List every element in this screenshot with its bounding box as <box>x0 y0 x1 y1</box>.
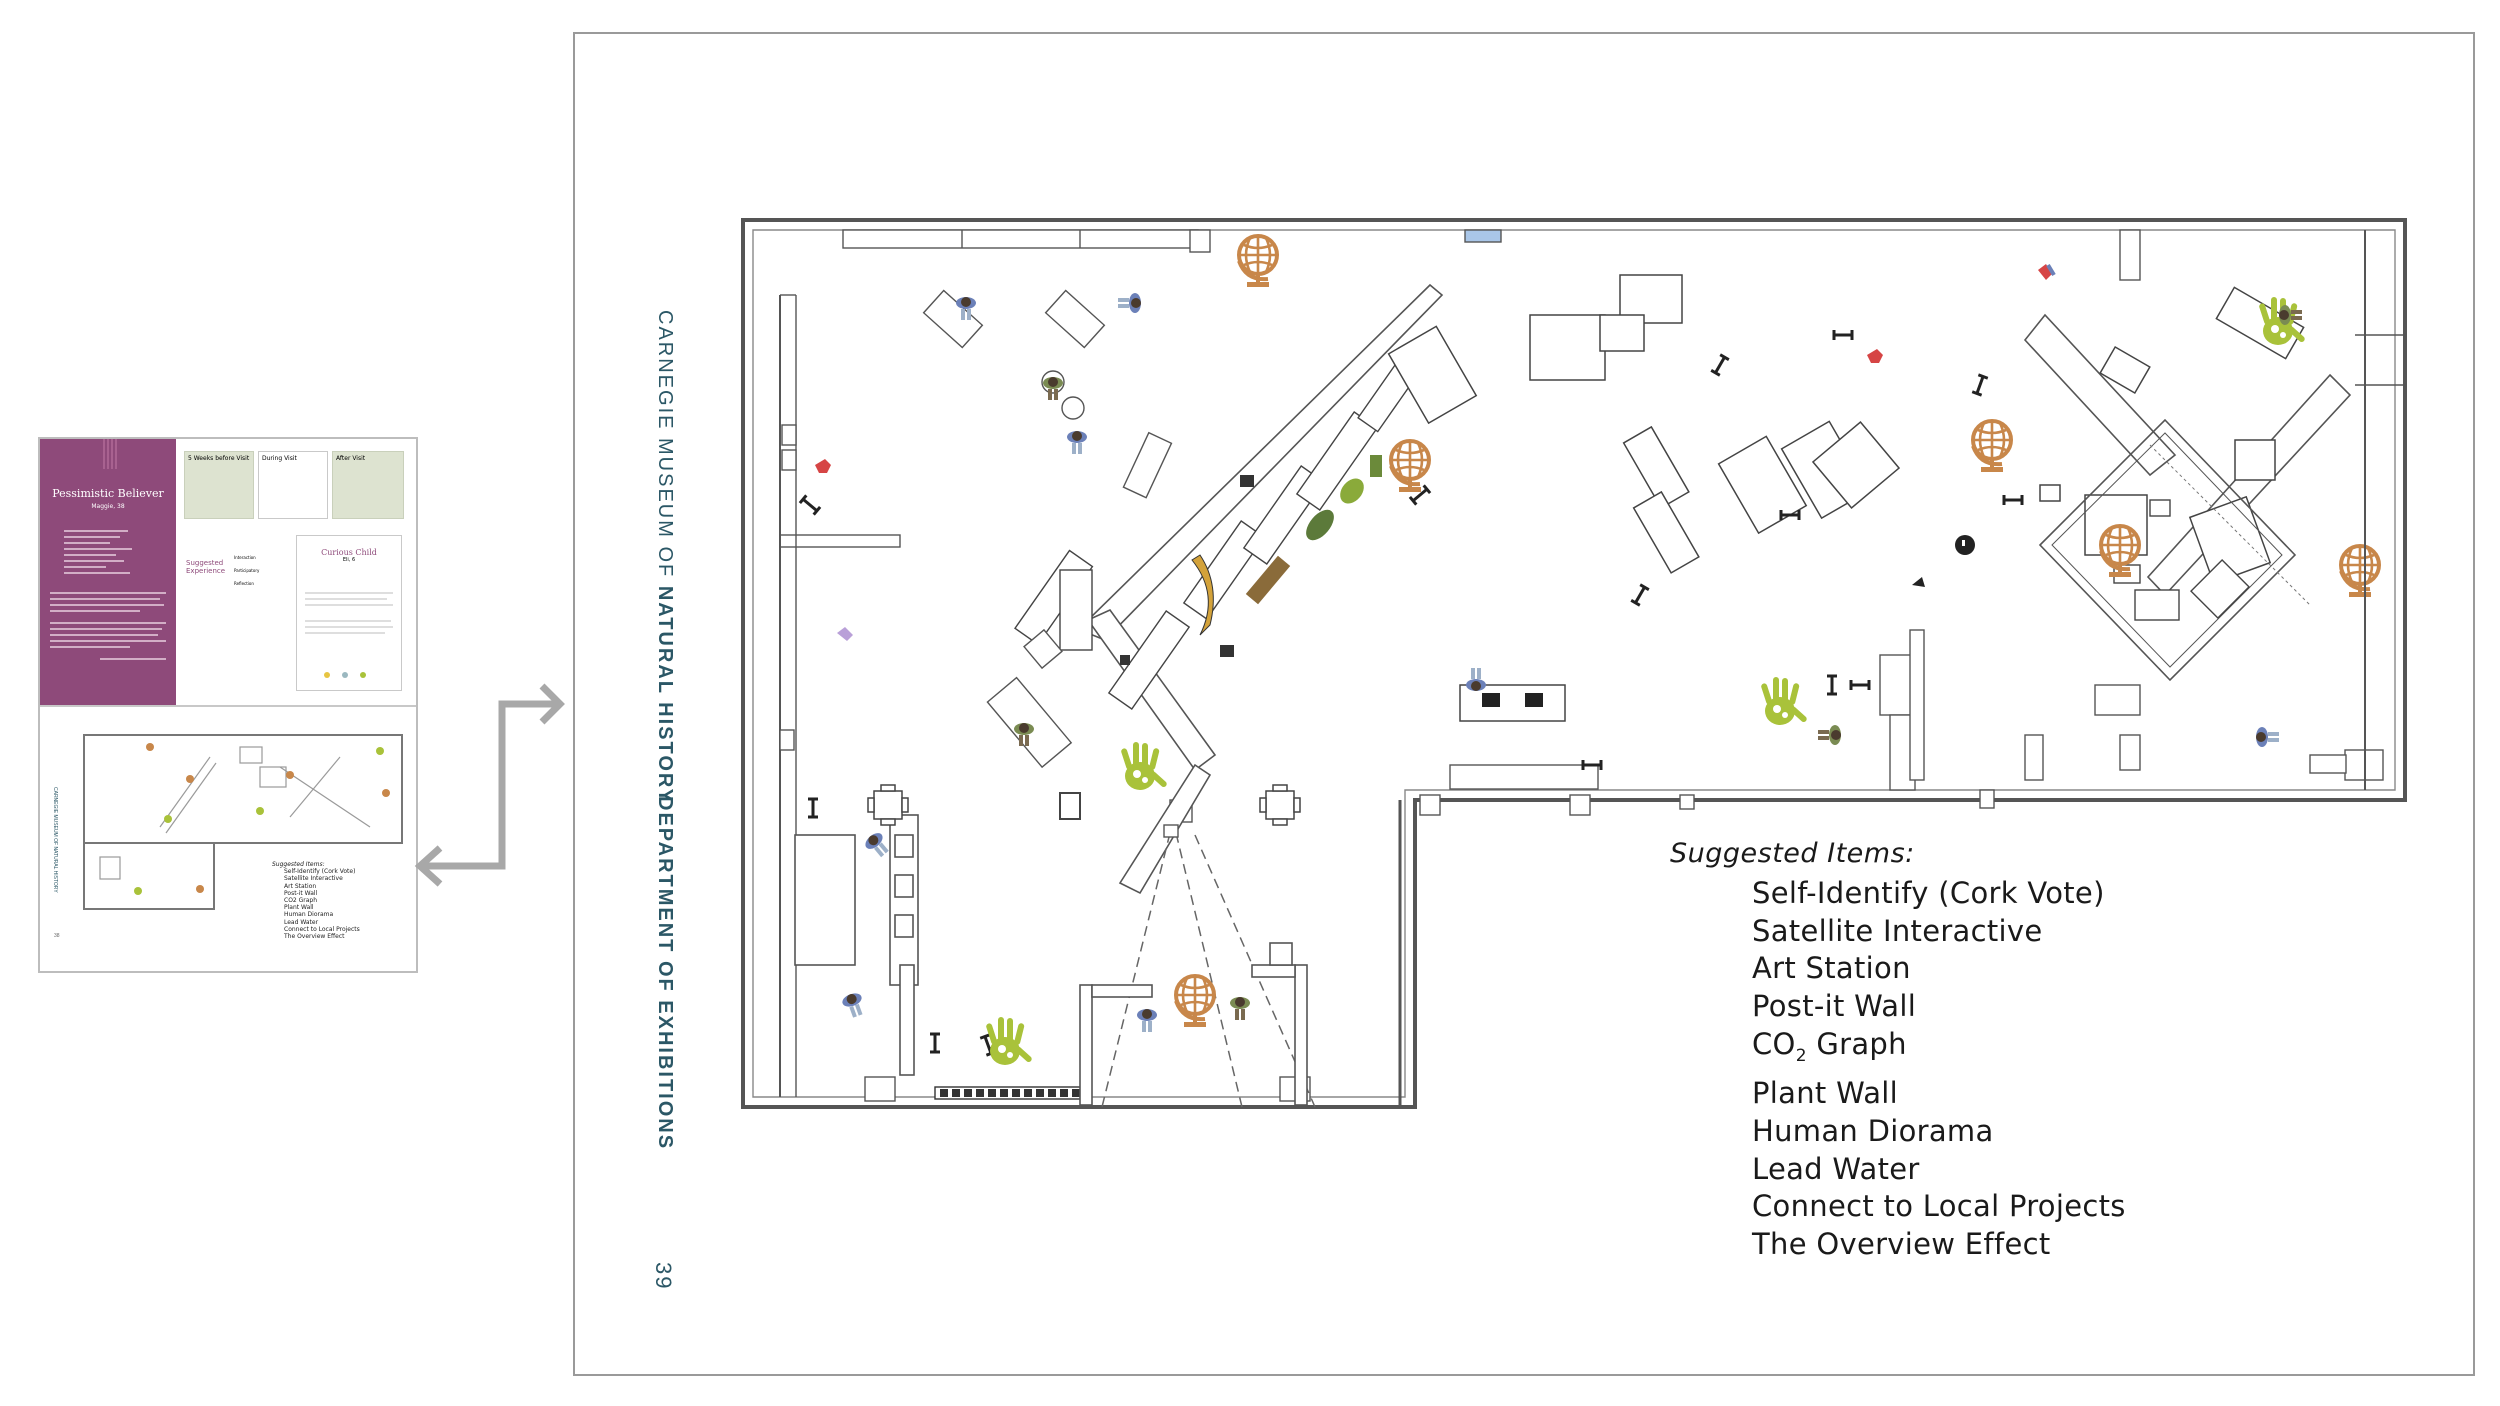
thumbnail-curious-child-card: Curious Child Eli, 6 <box>296 535 402 691</box>
svg-text:CARNEGIE MUSEUM OF NATURAL HIS: CARNEGIE MUSEUM OF NATURAL HISTORY <box>52 787 58 893</box>
list-item: Art Station <box>1752 951 1911 986</box>
thumbnail-divider <box>40 705 416 707</box>
page-number: 39 <box>651 1262 676 1291</box>
thumbnail-stripes <box>103 439 117 469</box>
small-figure-markers <box>815 263 2056 641</box>
interactive-tables <box>779 628 1073 769</box>
bench <box>1449 764 1599 790</box>
rotated-square-exhibit <box>2038 418 2297 682</box>
thumbnail-persona-text-lines <box>50 530 166 660</box>
list-item: Lead Water <box>1752 1151 1920 1186</box>
tables-top-left <box>922 289 1173 499</box>
floor-plan-walls <box>741 218 2407 1109</box>
connector-arrow-icon <box>414 683 565 887</box>
svg-text:38: 38 <box>54 933 60 939</box>
artifacts <box>1120 455 1382 665</box>
list-item: Human Diorama <box>1752 1114 1994 1149</box>
suggested-items-list: Suggested Items: Self-Identify (Cork Vot… <box>1670 838 2270 1264</box>
list-item: The Overview Effect <box>1752 1227 2051 1262</box>
top-wall-cases <box>842 229 2141 281</box>
suggested-items: Self-Identify (Cork Vote) Satellite Inte… <box>1670 875 2270 1264</box>
thumbnail-suggested-label: Suggested Experience <box>186 559 226 575</box>
department-name: DEPARTMENT OF EXHIBITIONS <box>654 796 676 1151</box>
thumbnail-card-lines <box>305 592 393 678</box>
museum-name: CARNEGIE MUSEUM OF NATURAL HISTORY <box>654 310 676 804</box>
list-item: Self-Identify (Cork Vote) <box>1752 876 2105 910</box>
thumbnail-top-half: Pessimistic Believer Maggie, 38 <box>40 439 416 705</box>
thumbnail-legend: Interaction Participatory Reflection <box>234 555 260 586</box>
diagonal-exhibit-wall <box>1078 283 2352 895</box>
floor-plan <box>741 218 2407 1109</box>
thumbnail-persona-title: Pessimistic Believer <box>52 487 164 500</box>
thumbnail-step-1-box: 5 Weeks before Visit <box>184 451 254 519</box>
list-item: Satellite Interactive <box>1752 913 2043 948</box>
thumbnail-floorplan: CARNEGIE MUSEUM OF NATURAL HISTORY 38 <box>52 734 403 939</box>
thumbnail-step-3-box: After Visit <box>332 451 404 519</box>
previous-page-thumbnail[interactable]: Pessimistic Believer Maggie, 38 <box>38 437 418 973</box>
list-item-co2-graph: CO2 Graph <box>1752 1026 1907 1066</box>
thumbnail-persona-name: Maggie, 38 <box>91 503 125 510</box>
list-item: Plant Wall <box>1752 1076 1898 1111</box>
display-cases-diagonal <box>1014 359 1419 710</box>
thumbnail-step-2-box: During Visit <box>258 451 328 519</box>
thumbnail-persona-panel: Pessimistic Believer Maggie, 38 <box>40 439 176 705</box>
center-table <box>1459 684 1566 722</box>
exhibit-islands <box>1387 274 2305 585</box>
list-item: Connect to Local Projects <box>1752 1189 2126 1224</box>
thumbnail-suggested-items: Suggested Items: Self-Identify (Cork Vot… <box>272 861 360 941</box>
suggested-items-title: Suggested Items: <box>1670 838 1915 869</box>
list-item: Post-it Wall <box>1752 989 1917 1024</box>
